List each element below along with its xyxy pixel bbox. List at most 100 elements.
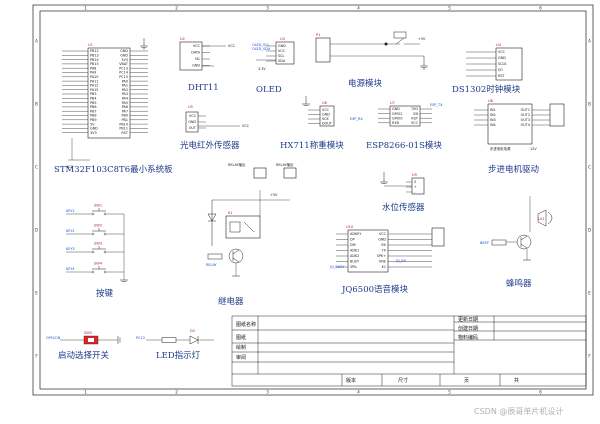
tb-draw: 绘制 (236, 344, 246, 351)
stm32-right-pin: PA4 (122, 97, 128, 101)
jq-left-pin: DP (350, 238, 355, 242)
stepper-left-pin: IN3 (490, 118, 496, 122)
buzzer-beep-net: BEEP (480, 241, 489, 245)
relay-flyback-diode (207, 200, 217, 246)
stm32-left-pin: PB5 (90, 101, 97, 105)
relay-out1-label: RELAY输出 (228, 162, 246, 167)
relay-ref: K1 (228, 211, 233, 215)
jq-left-pin: ADKEY (350, 232, 362, 236)
stm32-right-pin: PB0 (121, 114, 128, 118)
dht11-block-title: DHT11 (188, 83, 219, 93)
power-ref: P1 (316, 33, 320, 37)
grid-col-label: 1 (84, 6, 87, 11)
power-gnd-symbol (420, 56, 428, 70)
ds1302-ref: U4 (496, 43, 502, 47)
stm32-right-pin: PA6 (122, 105, 128, 109)
hx711-body (319, 105, 335, 127)
stepper-left-pin: IN4 (490, 123, 496, 127)
tb-page: 页 (464, 378, 469, 384)
stm32-left-pin: PB15 (90, 62, 99, 66)
stm32-left-pin: PB3 (90, 92, 97, 96)
grid-col-label: 3 (266, 6, 269, 11)
jq-body (347, 229, 389, 273)
key-net-label: KEY4 (66, 267, 75, 271)
grid-row-label: E (588, 291, 591, 296)
jq-right-pin: ONE (379, 260, 386, 264)
stepper-ref: U8 (488, 99, 494, 103)
esp-right-pin: RST (411, 116, 419, 120)
stm32-right-pin: 3V3 (121, 58, 128, 62)
buzzer-module: LS1 BEEP 蜂鸣器 (480, 196, 553, 289)
grid-row-label: D (588, 228, 591, 233)
stm32-block-title: STM32F103C8T6最小系统板 (54, 164, 173, 175)
esp-tx-net: ESP_TX (430, 103, 443, 107)
esp-left-pin: GPIO0 (392, 116, 403, 120)
ir-vcc-net: VCC (242, 124, 250, 128)
key-contact (91, 232, 95, 236)
jq-left-pin: BUSY (350, 260, 360, 264)
relay-out1-connector (253, 167, 267, 179)
grid-col-label: 6 (539, 390, 542, 395)
power-junction (384, 42, 388, 46)
stm32-top-gnd-symbol (140, 38, 148, 50)
stm32-right-pin: PC13 (119, 66, 128, 70)
stm32-module: U1 PB12PB13PB14PB15PA8PA9PA10PA11PA12PA1… (54, 38, 173, 175)
buzzer-sound-arc (547, 211, 553, 225)
grid-col-label: 5 (448, 6, 451, 11)
stm32-left-pin: PB8 (90, 114, 97, 118)
jq-block-title: JQ6500语音模块 (341, 284, 409, 295)
relay-5v-net: +5V (270, 193, 278, 197)
jq-right-pin: K1 (382, 265, 386, 269)
jq-right-pin: VCC (379, 232, 387, 236)
oled-body (275, 41, 295, 65)
tb-version: 版本 (346, 377, 356, 384)
key-contact (103, 270, 107, 274)
jq6500-module: U10 ADKEYDPDMADK1ADK2BUSYSPK-VCCGNDRXTXS… (329, 225, 445, 295)
hx711-gnd-symbol (302, 96, 310, 106)
stm32-left-pin: PB4 (90, 97, 97, 101)
stm32-body (87, 47, 131, 139)
jq-ref: U10 (346, 225, 354, 229)
oled-pin: GND (278, 44, 286, 48)
key-net-label: KEY3 (66, 247, 75, 251)
hx711-block-title: HX711称重模块 (280, 140, 344, 151)
stm32-right-pin: PB11 (119, 127, 128, 131)
stm32-right-pin: PC15 (119, 75, 128, 79)
stm32-left-pin: PA11 (90, 79, 98, 83)
water-pin: S (414, 180, 416, 184)
hx711-pin: GND (322, 113, 330, 117)
key-contact (103, 212, 107, 216)
grid-col-label: 1 (84, 390, 87, 395)
grid-row-label: B (35, 102, 38, 107)
grid-row-label: A (588, 39, 591, 44)
water-sensor-module: U9 S+- 水位传感器 (380, 172, 425, 213)
dht11-ref: U2 (180, 37, 185, 41)
dht11-pin: NC (195, 57, 201, 61)
key-net-label: KEY2 (66, 229, 75, 233)
stm32-right-pin: PC14 (119, 71, 128, 75)
relay-block-title: 继电器 (218, 296, 244, 307)
tb-drawing: 图纸 (236, 334, 246, 341)
tb-update-date: 更新日期 (458, 316, 478, 323)
relay-base-resistor (207, 253, 223, 260)
relay-out2-label: RELAY输出 (276, 162, 294, 167)
ir-ref: U5 (188, 105, 193, 109)
key-net-label: KEY1 (66, 209, 75, 213)
tb-drawing-name: 图纸名称 (236, 321, 256, 328)
jq-speaker-connector (431, 227, 445, 247)
power-5v-net: +5V (418, 37, 426, 41)
stm32-left-pin: PA8 (90, 66, 96, 70)
grid-row-label: C (588, 165, 591, 170)
water-block-title: 水位传感器 (382, 202, 425, 213)
oled-pin: SDA (278, 59, 286, 63)
jq-rx-net: JQ_RX (395, 259, 407, 263)
stm32-left-pin: GND (90, 127, 98, 131)
grid-col-label: 2 (175, 390, 178, 395)
oled-pin: VCC (278, 49, 286, 53)
